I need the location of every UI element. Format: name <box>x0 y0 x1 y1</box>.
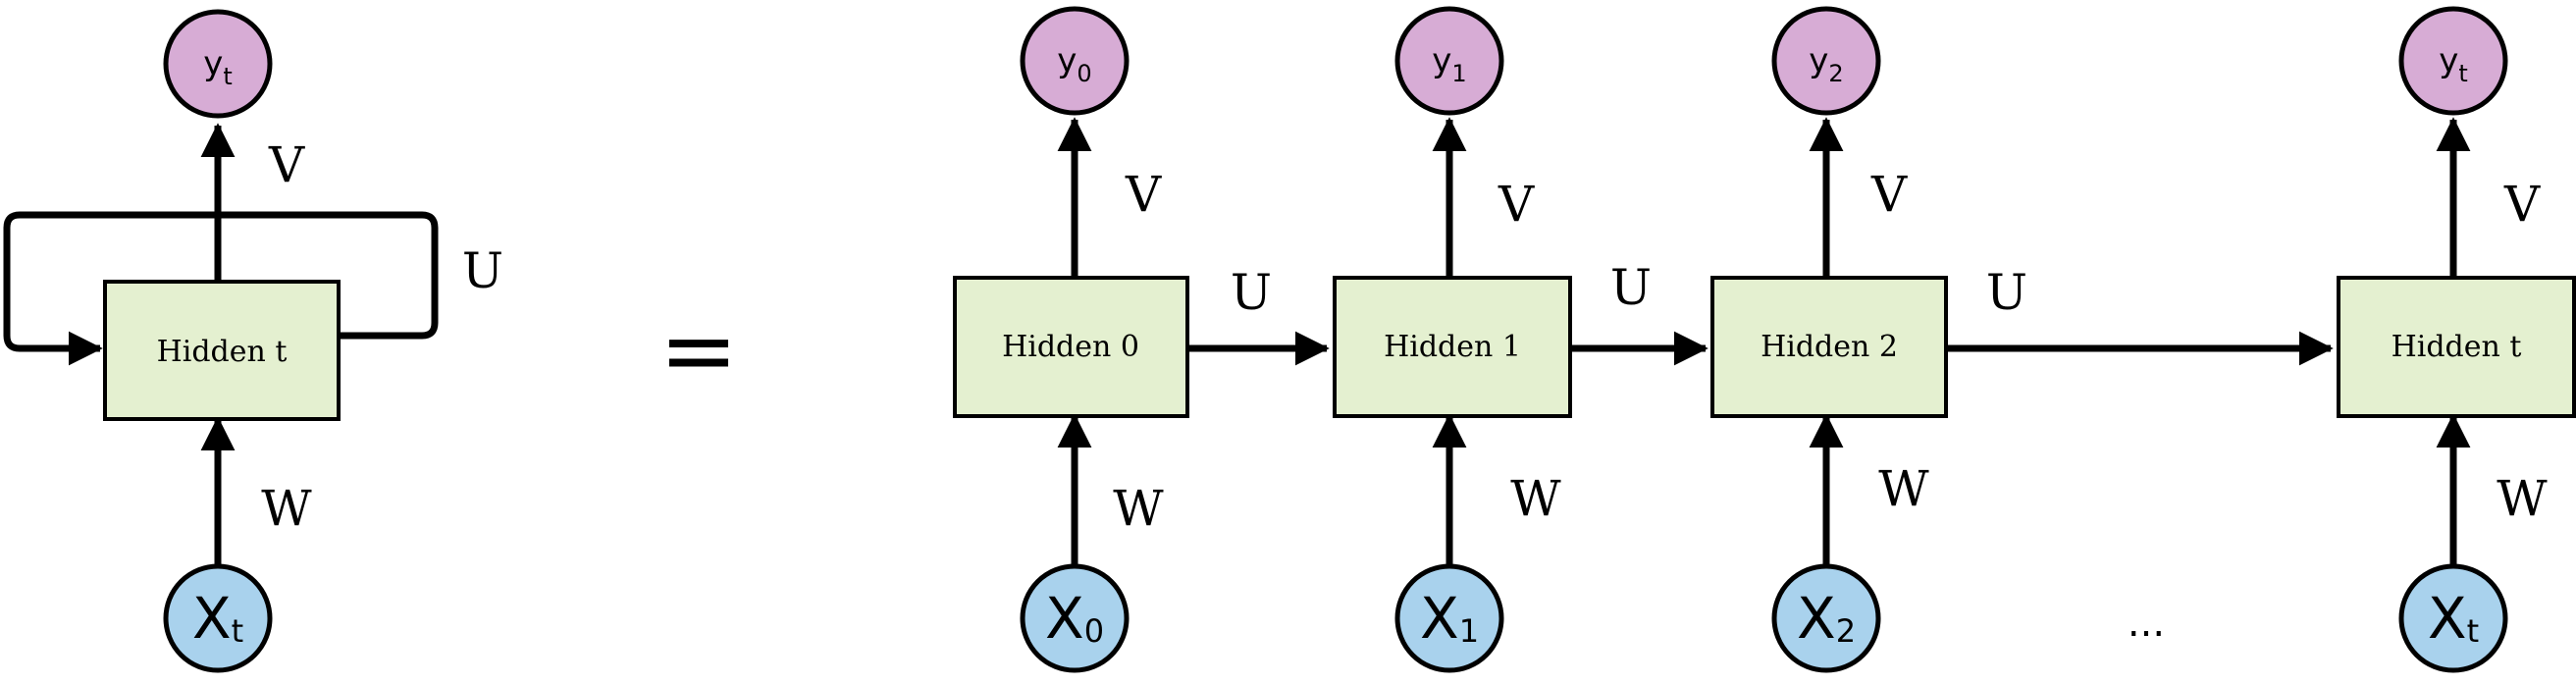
input-label: Xt <box>2428 585 2479 652</box>
hidden-box <box>1333 276 1572 418</box>
input-node <box>1020 563 1130 673</box>
hidden-box <box>1710 276 1948 418</box>
output-node <box>1771 6 1881 116</box>
output-label: y2 <box>1809 41 1843 87</box>
weight-v: V <box>1870 166 1908 223</box>
weight-v: V <box>1498 176 1535 233</box>
time-step-0: Hidden 0 y0 X0 V W <box>953 6 1189 673</box>
weight-u-1: U <box>1610 259 1652 316</box>
hidden-box <box>2337 276 2576 418</box>
time-step-t: Hidden t yt Xt V W <box>2337 6 2576 673</box>
input-label: X2 <box>1797 585 1856 652</box>
input-node <box>1394 563 1504 673</box>
weight-w: W <box>2497 470 2548 527</box>
output-label: yt <box>2439 41 2468 87</box>
weight-w: W <box>1510 470 1561 527</box>
input-node <box>1771 563 1881 673</box>
output-node <box>1020 6 1130 116</box>
weight-v: V <box>2503 176 2541 233</box>
folded-rnn: Hidden t yt Xt V U W <box>3 9 503 673</box>
input-label: X1 <box>1420 585 1479 652</box>
folded-output-label: yt <box>203 44 233 90</box>
folded-hidden-label: Hidden t <box>157 335 288 369</box>
folded-hidden-box <box>103 280 341 421</box>
output-node <box>2398 6 2508 116</box>
input-node <box>2398 563 2508 673</box>
weight-w: W <box>1113 480 1164 537</box>
time-step-2: Hidden 2 y2 X2 V W <box>1710 6 1948 673</box>
weight-w: W <box>1878 460 1929 517</box>
time-step-1: Hidden 1 y1 X1 V W <box>1333 6 1572 673</box>
weight-v: V <box>1125 166 1162 223</box>
weight-u-2: U <box>1986 264 2027 321</box>
hidden-label: Hidden 0 <box>1002 330 1139 364</box>
input-label: X0 <box>1045 585 1104 652</box>
hidden-label: Hidden t <box>2392 330 2522 364</box>
folded-weight-w: W <box>261 480 312 537</box>
folded-input-node <box>163 563 273 673</box>
ellipsis: ... <box>2128 601 2165 646</box>
folded-weight-v: V <box>268 136 305 193</box>
hidden-label: Hidden 1 <box>1384 330 1521 364</box>
output-label: y1 <box>1432 41 1466 87</box>
output-label: y0 <box>1057 41 1091 87</box>
output-node <box>1394 6 1504 116</box>
hidden-label: Hidden 2 <box>1761 330 1898 364</box>
equals-sign: = <box>659 295 738 405</box>
hidden-box <box>953 276 1189 418</box>
folded-input-label: Xt <box>192 585 243 652</box>
folded-output-node <box>163 9 273 119</box>
unrolled-rnn: U U U Hidden 0 y0 X0 V W Hidden 1 y1 X1 … <box>953 6 2576 673</box>
folded-weight-u: U <box>462 242 503 299</box>
weight-u-0: U <box>1231 264 1272 321</box>
